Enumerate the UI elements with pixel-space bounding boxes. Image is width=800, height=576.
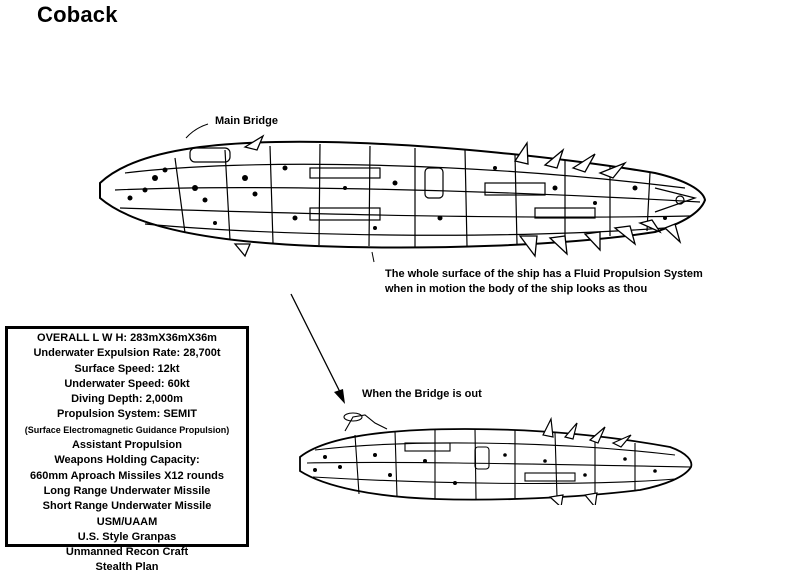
spec-diving-depth: Diving Depth: 2,000m [71,393,183,406]
transition-arrow [185,123,375,404]
spec-recon-craft: Unmanned Recon Craft [65,546,189,559]
spec-weapon-short-range: Short Range Underwater Missile [42,500,212,513]
spec-weapon-granpas: U.S. Style Granpas [77,530,177,543]
bridge-out-callout: When the Bridge is out [362,388,482,400]
spec-expulsion-rate: Underwater Expulsion Rate: 28,700t [33,347,221,360]
spec-weapons-heading: Weapons Holding Capacity: [54,454,200,467]
spec-assistant-propulsion: Assistant Propulsion [71,439,183,452]
submarine-bridge-out-illustration [299,412,693,505]
specifications-box: OVERALL L W H: 283mX36mX36m Underwater E… [5,326,249,573]
main-bridge-callout: Main Bridge [215,115,278,127]
surface-note-line-1: The whole surface of the ship has a Flui… [385,268,703,280]
spec-propulsion-note: (Surface Electromagnetic Guidance Propul… [24,424,230,435]
spec-weapon-missiles: 660mm Aproach Missiles X12 rounds [30,469,224,482]
spec-overall-dimensions: OVERALL L W H: 283mX36mX36m [37,332,217,344]
surface-note-line-2: when in motion the body of the ship look… [385,283,648,295]
spec-weapon-long-range: Long Range Underwater Missile [43,484,211,497]
spec-surface-speed: Surface Speed: 12kt [74,362,180,375]
page-title: Coback [37,2,118,27]
spec-propulsion-system: Propulsion System: SEMIT [57,408,197,421]
spec-underwater-speed: Underwater Speed: 60kt [64,377,190,390]
submarine-top-illustration [99,134,707,258]
spec-weapon-usm: USM/UAAM [96,515,158,528]
